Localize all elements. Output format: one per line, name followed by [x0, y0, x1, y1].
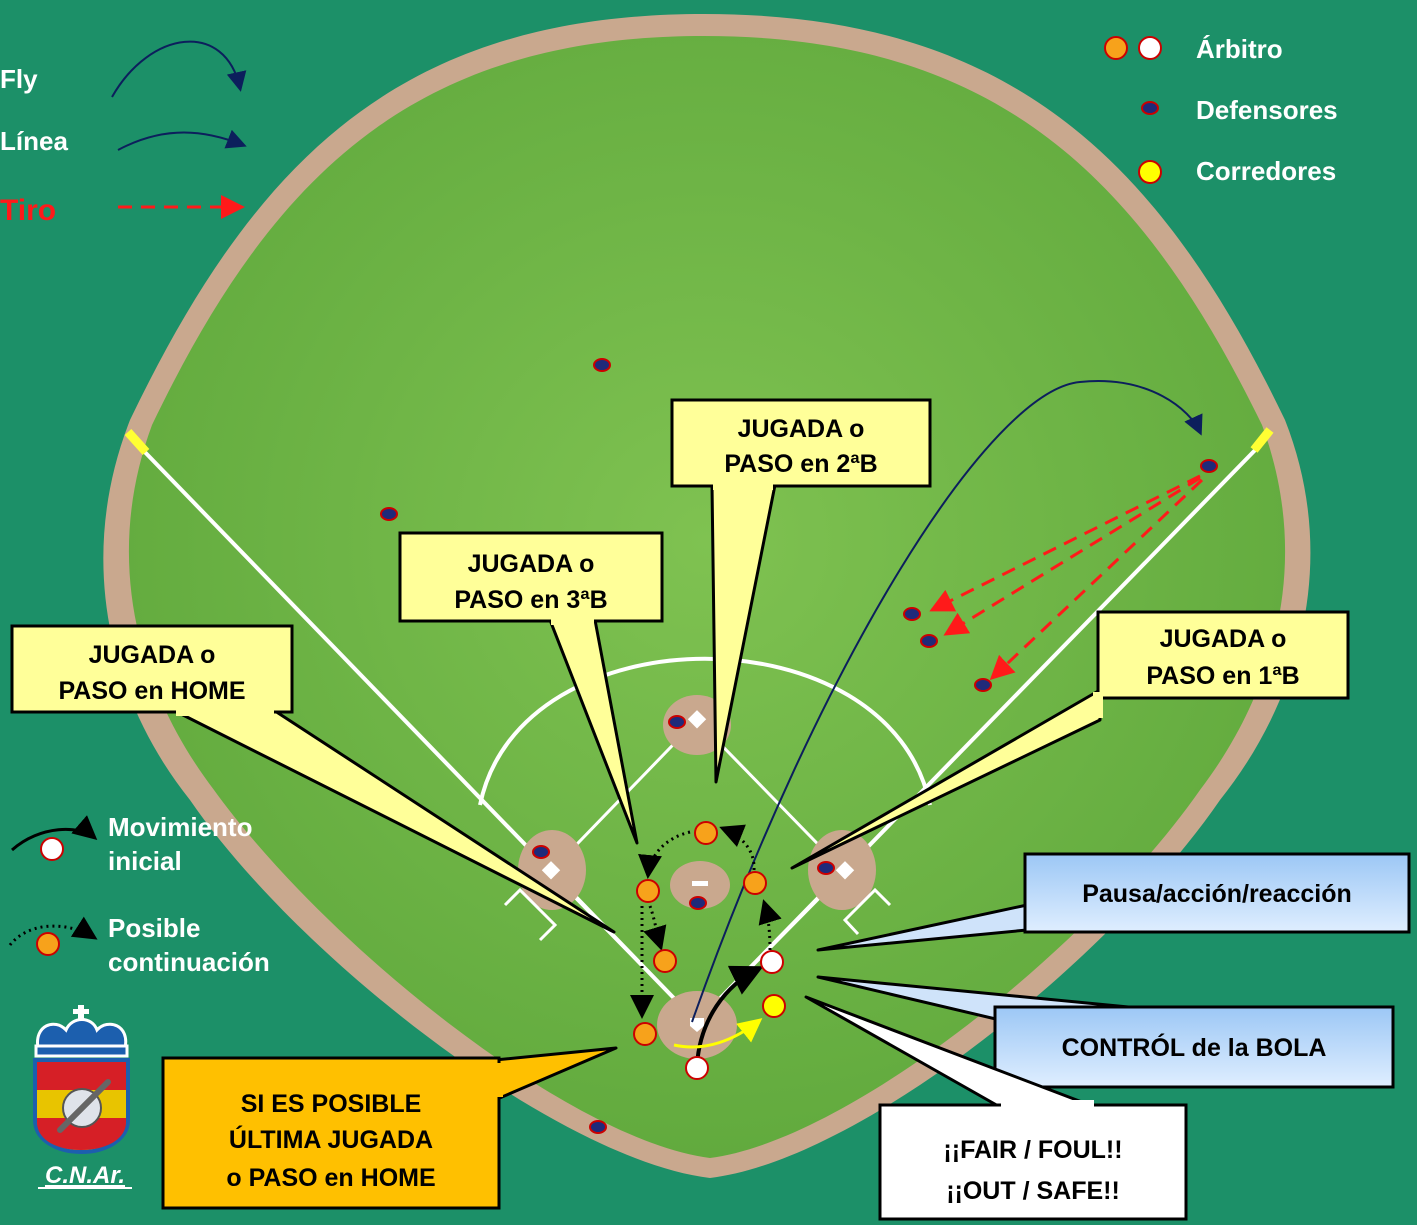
legend-movimiento-line1: Movimiento: [108, 812, 252, 842]
defender: [532, 845, 550, 859]
legend-left: Fly Línea Tiro Movimiento inicial Posibl…: [0, 40, 270, 977]
callout-line: SI ES POSIBLE: [241, 1090, 422, 1118]
callout-box: [670, 398, 932, 488]
throw-arrow-2: [943, 476, 1201, 636]
defender: [380, 507, 398, 521]
callout-line: ÚLTIMA JUGADA: [229, 1124, 433, 1154]
play-arrows: [630, 380, 1204, 1066]
callout-third-base: JUGADA o PASO en 3ªB: [398, 531, 664, 845]
second-base: [687, 710, 707, 729]
fly-ball-arrow: [691, 380, 1203, 1023]
left-foul-pole: [124, 428, 150, 456]
umpire-initial-move-arrow: [695, 965, 764, 1066]
callout-control: CONTRÓL de la BOLA: [816, 975, 1395, 1089]
callout-pausa: Pausa/acción/reacción: [816, 852, 1411, 952]
batter-run-arrow: [673, 1018, 763, 1049]
legend-movimiento-arrow: [11, 815, 98, 852]
callout-line: JUGADA o: [468, 550, 595, 578]
callout-fair-foul: ¡¡FAIR / FOUL!! ¡¡OUT / SAFE!!: [804, 995, 1188, 1221]
legend-arbitro-white-marker: [1138, 36, 1162, 60]
umpire-possible-position: [694, 821, 718, 845]
bat-icon: [57, 1079, 111, 1133]
umpire-pause-position: [760, 950, 784, 974]
callout-line: JUGADA o: [1160, 625, 1287, 653]
umpire-possible-position: [743, 871, 767, 895]
defender: [689, 896, 707, 910]
legend-arbitro-orange-marker: [1104, 36, 1128, 60]
defender: [817, 861, 835, 875]
callout-box: [1023, 852, 1411, 934]
legend-movimiento-line2: inicial: [108, 846, 182, 876]
legend-defensores-marker: [1141, 101, 1159, 115]
home-plate: [690, 1018, 704, 1032]
umpire-start-position: [685, 1056, 709, 1080]
outfield-grass: [128, 36, 1286, 1158]
defender: [593, 358, 611, 372]
legend-fly-label: Fly: [0, 64, 38, 94]
legend-tiro-label: Tiro: [0, 194, 56, 227]
crown-icon: [34, 1005, 129, 1058]
callout-line: ¡¡FAIR / FOUL!!: [943, 1136, 1122, 1164]
callout-line: CONTRÓL de la BOLA: [1062, 1032, 1327, 1062]
defender: [589, 1120, 607, 1134]
legend-corredores-marker: [1138, 160, 1162, 184]
defender: [903, 607, 921, 621]
callout-box: [10, 624, 294, 714]
umpire-possible-position: [653, 949, 677, 973]
third-base: [541, 861, 561, 880]
defender: [1200, 459, 1218, 473]
defender: [920, 634, 938, 648]
callout-box: [1096, 610, 1350, 700]
defenders: [380, 358, 1218, 1134]
throw-arrow-1: [929, 474, 1201, 612]
callout-line: PASO en 1ªB: [1146, 662, 1299, 690]
continue-to-third-arrow: [638, 830, 691, 879]
throw-arrow-3: [989, 478, 1204, 681]
defender: [974, 678, 992, 692]
legend-umpire-white-marker: [40, 837, 64, 861]
legend-right: Árbitro Defensores Corredores: [1104, 34, 1338, 186]
baseball-field: [103, 14, 1311, 1178]
defender: [668, 715, 686, 729]
cnar-logo: C.N.Ar.: [33, 1005, 132, 1189]
runner-position: [762, 994, 786, 1018]
logo-text: C.N.Ar.: [45, 1162, 125, 1189]
first-coach-box: [842, 887, 892, 936]
callout-first-base: JUGADA o PASO en 1ªB: [790, 610, 1350, 870]
legend-corredores-label: Corredores: [1196, 156, 1336, 186]
umpire-possible-position: [636, 879, 660, 903]
callout-second-base: JUGADA o PASO en 2ªB: [670, 398, 932, 784]
umpire-positions: [633, 821, 786, 1080]
callout-line: o PASO en HOME: [226, 1164, 435, 1192]
callout-line: JUGADA o: [738, 415, 865, 443]
legend-fly-arrow: [111, 40, 247, 98]
legend-umpire-orange-marker: [36, 932, 60, 956]
legend-posible-line2: continuación: [108, 947, 270, 977]
infield-arc: [478, 656, 932, 806]
callout-box: [993, 1005, 1395, 1089]
legend-posible-line1: Posible: [108, 913, 200, 943]
right-foul-pole: [1250, 427, 1274, 453]
callout-line: JUGADA o: [89, 641, 216, 669]
callout-line: PASO en 2ªB: [724, 450, 877, 478]
callout-ultima: SI ES POSIBLE ÚLTIMA JUGADA o PASO en HO…: [161, 1046, 618, 1210]
callout-home: JUGADA o PASO en HOME: [10, 624, 616, 934]
callout-line: PASO en 3ªB: [454, 586, 607, 614]
legend-defensores-label: Defensores: [1196, 95, 1338, 125]
callout-box: [398, 531, 664, 623]
callout-box: [161, 1056, 501, 1210]
legend-arbitro-label: Árbitro: [1196, 34, 1283, 64]
umpire-possible-position: [633, 1022, 657, 1046]
first-base: [835, 861, 855, 880]
legend-linea-arrow: [117, 129, 247, 151]
callout-line: Pausa/acción/reacción: [1082, 880, 1352, 908]
callout-line: ¡¡OUT / SAFE!!: [946, 1177, 1120, 1205]
callout-line: PASO en HOME: [58, 677, 245, 705]
third-coach-box: [503, 887, 558, 942]
legend-linea-label: Línea: [0, 126, 68, 156]
pitcher-rubber: [692, 881, 708, 886]
